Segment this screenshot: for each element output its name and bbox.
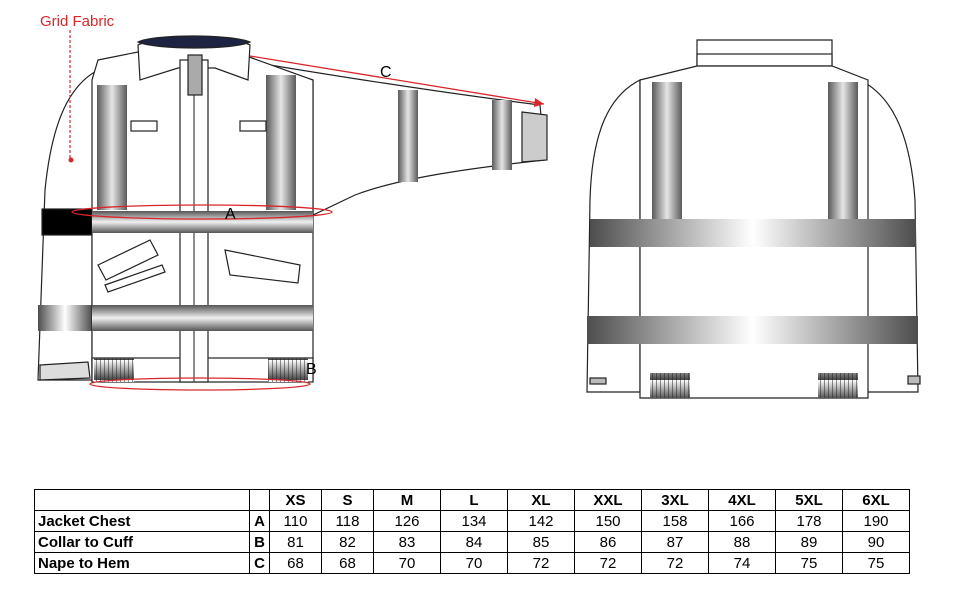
grid-fabric-panel bbox=[41, 208, 93, 236]
row-label-collar-to-cuff: Collar to Cuff bbox=[34, 531, 250, 553]
label-b: B bbox=[306, 361, 317, 378]
size-s: S bbox=[321, 489, 374, 511]
row-label-jacket-chest: Jacket Chest bbox=[34, 510, 250, 532]
jacket-back-drawing bbox=[586, 39, 921, 399]
size-xl: XL bbox=[507, 489, 575, 511]
label-a: A bbox=[225, 206, 236, 223]
row-code: A bbox=[249, 510, 270, 532]
table-cell: 110 bbox=[269, 510, 322, 532]
size-xs: XS bbox=[269, 489, 322, 511]
table-row: Jacket Chest A 110 118 126 134 142 150 1… bbox=[34, 510, 910, 532]
table-cell: 190 bbox=[842, 510, 910, 532]
table-cell: 134 bbox=[440, 510, 508, 532]
row-label-nape-to-hem: Nape to Hem bbox=[34, 552, 250, 574]
jacket-front-drawing bbox=[37, 35, 548, 383]
table-cell: 68 bbox=[321, 552, 374, 574]
jacket-technical-drawing: Grid Fabric C A B bbox=[37, 13, 921, 399]
table-cell: 81 bbox=[269, 531, 322, 553]
row-code: B bbox=[249, 531, 270, 553]
header-code-blank bbox=[249, 489, 270, 511]
table-cell: 72 bbox=[641, 552, 709, 574]
table-row: Nape to Hem C 68 68 70 70 72 72 72 74 75… bbox=[34, 552, 910, 574]
table-cell: 126 bbox=[373, 510, 441, 532]
table-cell: 70 bbox=[373, 552, 441, 574]
size-header-row: XS S M L XL XXL 3XL 4XL 5XL 6XL bbox=[34, 489, 910, 511]
size-m: M bbox=[373, 489, 441, 511]
table-cell: 75 bbox=[842, 552, 910, 574]
table-cell: 88 bbox=[708, 531, 776, 553]
size-4xl: 4XL bbox=[708, 489, 776, 511]
left-sleeve-tape bbox=[38, 305, 92, 331]
header-blank bbox=[34, 489, 250, 511]
table-cell: 178 bbox=[775, 510, 843, 532]
row-code: C bbox=[249, 552, 270, 574]
size-3xl: 3XL bbox=[641, 489, 709, 511]
size-chart-table: XS S M L XL XXL 3XL 4XL 5XL 6XL Jacket C… bbox=[34, 489, 910, 574]
size-l: L bbox=[440, 489, 508, 511]
table-cell: 158 bbox=[641, 510, 709, 532]
table-cell: 72 bbox=[574, 552, 642, 574]
table-cell: 72 bbox=[507, 552, 575, 574]
size-6xl: 6XL bbox=[842, 489, 910, 511]
size-5xl: 5XL bbox=[775, 489, 843, 511]
table-cell: 118 bbox=[321, 510, 374, 532]
grid-fabric-label: Grid Fabric bbox=[40, 13, 115, 30]
table-row: Collar to Cuff B 81 82 83 84 85 86 87 88… bbox=[34, 531, 910, 553]
right-sleeve-tape-1 bbox=[398, 90, 418, 182]
table-cell: 68 bbox=[269, 552, 322, 574]
table-cell: 82 bbox=[321, 531, 374, 553]
table-cell: 70 bbox=[440, 552, 508, 574]
table-cell: 150 bbox=[574, 510, 642, 532]
table-cell: 75 bbox=[775, 552, 843, 574]
table-cell: 83 bbox=[373, 531, 441, 553]
right-sleeve-tape-2 bbox=[492, 100, 512, 170]
table-cell: 166 bbox=[708, 510, 776, 532]
table-cell: 85 bbox=[507, 531, 575, 553]
table-cell: 86 bbox=[574, 531, 642, 553]
table-cell: 89 bbox=[775, 531, 843, 553]
table-cell: 90 bbox=[842, 531, 910, 553]
size-xxl: XXL bbox=[574, 489, 642, 511]
table-cell: 142 bbox=[507, 510, 575, 532]
table-cell: 84 bbox=[440, 531, 508, 553]
table-cell: 74 bbox=[708, 552, 776, 574]
label-c: C bbox=[380, 64, 392, 81]
table-cell: 87 bbox=[641, 531, 709, 553]
